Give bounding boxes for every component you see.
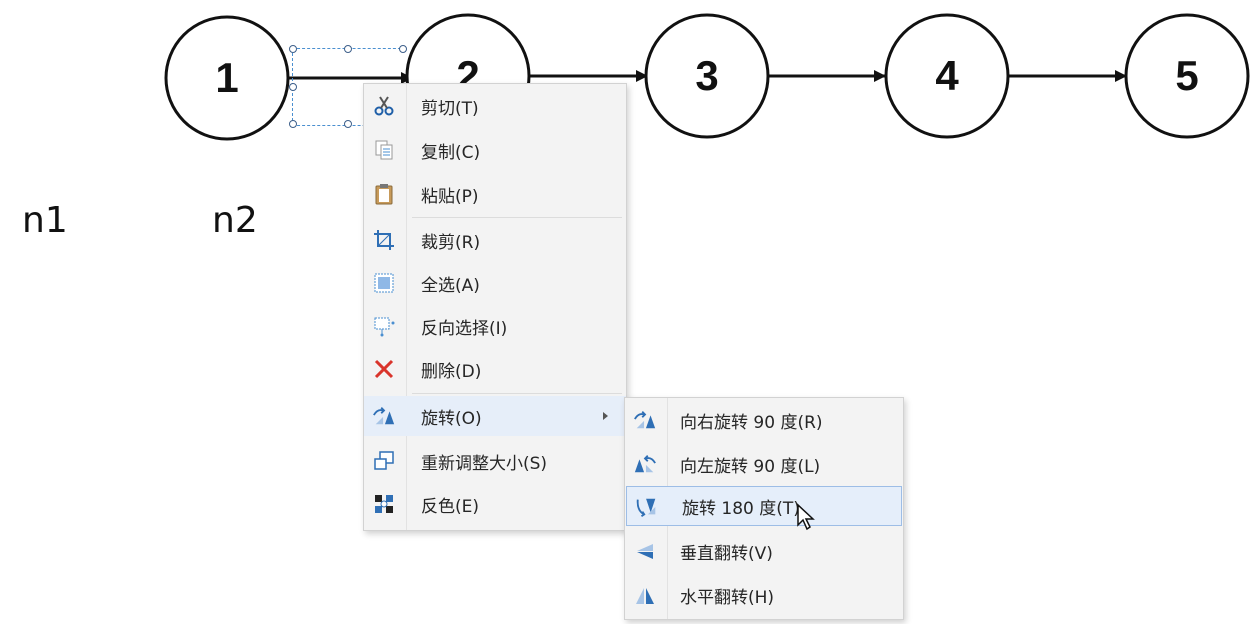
menu-item-cut[interactable]: 剪切(T) — [364, 86, 626, 126]
rotate-icon — [372, 404, 396, 428]
menu-item-rotate[interactable]: 旋转(O) — [364, 396, 626, 436]
submenu-item-flip-horizontal[interactable]: 水平翻转(H) — [625, 575, 903, 615]
menu-item-label: 删除(D) — [421, 361, 482, 382]
flip-vertical-icon — [633, 539, 657, 563]
node-5-circle[interactable] — [1124, 13, 1250, 139]
flip-horizontal-icon — [633, 583, 657, 607]
node-4-circle[interactable] — [884, 13, 1010, 139]
menu-item-resize[interactable]: 重新调整大小(S) — [364, 441, 626, 481]
menu-item-label: 反向选择(I) — [421, 318, 508, 339]
rotate-left-icon — [633, 452, 657, 476]
copy-icon — [372, 138, 396, 162]
menu-item-invert-color[interactable]: 反色(E) — [364, 484, 626, 524]
submenu-item-label: 向右旋转 90 度(R) — [680, 412, 823, 433]
menu-item-label: 重新调整大小(S) — [421, 453, 548, 474]
select-all-icon — [372, 271, 396, 295]
rotate-180-icon — [635, 495, 659, 519]
rotate-right-icon — [633, 408, 657, 432]
mouse-cursor-icon — [797, 503, 815, 531]
menu-item-select-all[interactable]: 全选(A) — [364, 263, 626, 303]
crop-icon — [372, 228, 396, 252]
submenu-arrow-icon — [603, 412, 608, 420]
menu-item-copy[interactable]: 复制(C) — [364, 130, 626, 170]
submenu-item-label: 向左旋转 90 度(L) — [680, 456, 821, 477]
resize-icon — [372, 449, 396, 473]
menu-item-label: 全选(A) — [421, 275, 480, 296]
node-1-circle[interactable] — [164, 15, 290, 141]
selection-handle-left[interactable] — [289, 83, 297, 91]
menu-item-crop[interactable]: 裁剪(R) — [364, 220, 626, 260]
rotate-submenu: 向右旋转 90 度(R) 向左旋转 90 度(L) 旋转 180 度(T) 垂直… — [624, 397, 904, 620]
submenu-item-rotate-180[interactable]: 旋转 180 度(T) — [626, 486, 902, 526]
submenu-item-rotate-right-90[interactable]: 向右旋转 90 度(R) — [625, 400, 903, 440]
scissors-icon — [372, 94, 396, 118]
submenu-item-label: 垂直翻转(V) — [680, 543, 773, 564]
selection-handle-bottom-left[interactable] — [289, 120, 297, 128]
selection-handle-top-right[interactable] — [399, 45, 407, 53]
menu-separator — [412, 393, 622, 394]
node-3-circle[interactable] — [644, 13, 770, 139]
label-n1: n1 — [22, 200, 68, 241]
menu-item-delete[interactable]: 删除(D) — [364, 349, 626, 389]
menu-item-label: 剪切(T) — [421, 98, 479, 119]
menu-item-invert-selection[interactable]: 反向选择(I) — [364, 306, 626, 346]
menu-item-label: 粘贴(P) — [421, 186, 479, 207]
selection-handle-top[interactable] — [344, 45, 352, 53]
submenu-item-label: 旋转 180 度(T) — [682, 498, 800, 519]
submenu-item-label: 水平翻转(H) — [680, 587, 775, 608]
menu-item-label: 旋转(O) — [421, 408, 482, 429]
menu-item-label: 反色(E) — [421, 496, 480, 517]
invert-selection-icon — [372, 314, 396, 338]
menu-item-label: 裁剪(R) — [421, 232, 481, 253]
paste-icon — [372, 182, 396, 206]
delete-icon — [372, 357, 396, 381]
invert-color-icon — [372, 492, 396, 516]
submenu-item-rotate-left-90[interactable]: 向左旋转 90 度(L) — [625, 444, 903, 484]
menu-separator — [412, 217, 622, 218]
menu-item-paste[interactable]: 粘贴(P) — [364, 174, 626, 214]
menu-icon-gutter — [406, 84, 407, 530]
selection-handle-top-left[interactable] — [289, 45, 297, 53]
menu-item-label: 复制(C) — [421, 142, 481, 163]
context-menu: 剪切(T) 复制(C) 粘贴(P) 裁剪(R) 全选(A) 反向选择(I) — [363, 83, 627, 531]
label-n2: n2 — [212, 200, 258, 241]
selection-handle-bottom[interactable] — [344, 120, 352, 128]
submenu-item-flip-vertical[interactable]: 垂直翻转(V) — [625, 531, 903, 571]
